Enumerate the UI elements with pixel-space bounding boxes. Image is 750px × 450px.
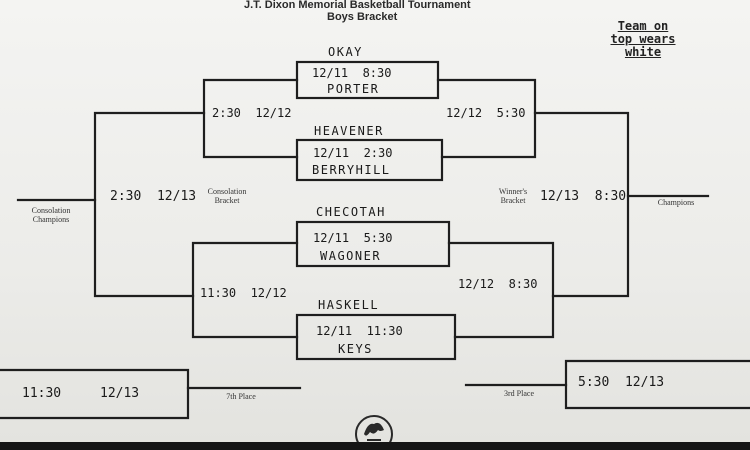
- game-time-qf1: 12/11 8:30: [312, 66, 392, 80]
- team-berryhill: BERRYHILL: [312, 163, 391, 177]
- consolation-bracket-label-1: Consolation: [207, 187, 247, 196]
- seventh-place-time: 11:30: [22, 386, 62, 401]
- team-keys: KEYS: [338, 342, 373, 356]
- winners-semi-top-time: 12/12 5:30: [446, 106, 526, 120]
- consolation-connector-bottom: [191, 241, 299, 339]
- champions-label: Champions: [657, 198, 695, 207]
- seventh-place-date: 12/13: [100, 386, 140, 401]
- team-checotah: CHECOTAH: [316, 205, 386, 219]
- consolation-semi-bottom-time: 11:30 12/12: [200, 286, 287, 300]
- consolation-final-time: 2:30 12/13: [110, 189, 197, 204]
- team-wagoner: WAGONER: [320, 249, 382, 263]
- consolation-champions-label-2: Champions: [32, 215, 70, 224]
- bracket-subtitle: Boys Bracket: [327, 11, 398, 23]
- seventh-place-box: [0, 368, 190, 420]
- consolation-champions-label-1: Consolation: [31, 206, 71, 215]
- jersey-note: Team on top wears white: [603, 20, 683, 59]
- photo-bottom-edge: [0, 442, 750, 450]
- winners-connector-top: [436, 78, 537, 159]
- team-haskell: HASKELL: [318, 298, 380, 312]
- jersey-note-line-1: Team on: [617, 19, 669, 33]
- team-okay: OKAY: [328, 45, 363, 59]
- team-heavener: HEAVENER: [314, 124, 384, 138]
- winners-semi-bottom-time: 12/12 8:30: [458, 277, 538, 291]
- jersey-note-line-2: top wears: [610, 32, 676, 46]
- jersey-note-line-3: white: [624, 45, 662, 59]
- consolation-connector-top: [202, 78, 299, 159]
- tournament-title: J.T. Dixon Memorial Basketball Tournamen…: [244, 0, 471, 11]
- game-box-qf2: [295, 138, 444, 182]
- seventh-place-label: 7th Place: [226, 392, 256, 401]
- winners-bracket-label-2: Bracket: [500, 196, 526, 205]
- consolation-bracket-label: Consolation Bracket: [196, 187, 258, 205]
- winners-connector-bottom: [447, 241, 555, 339]
- game-time-qf3: 12/11 5:30: [313, 231, 393, 245]
- consolation-connector-final: [93, 111, 206, 298]
- consolation-champions-label: Consolation Champions: [16, 206, 86, 224]
- emblem-logo: [355, 415, 393, 442]
- consolation-semi-top-time: 2:30 12/12: [212, 106, 292, 120]
- winners-bracket-label-1: Winner's: [498, 187, 528, 196]
- winners-final-time: 12/13 8:30: [540, 189, 627, 204]
- team-porter: PORTER: [327, 82, 380, 96]
- third-place-time: 5:30 12/13: [578, 375, 665, 390]
- winners-connector-final: [533, 111, 630, 298]
- consolation-bracket-label-2: Bracket: [214, 196, 240, 205]
- game-time-qf2: 12/11 2:30: [313, 146, 393, 160]
- third-place-label: 3rd Place: [504, 389, 534, 398]
- game-time-qf4: 12/11 11:30: [316, 324, 403, 338]
- winners-bracket-label: Winner's Bracket: [488, 187, 538, 205]
